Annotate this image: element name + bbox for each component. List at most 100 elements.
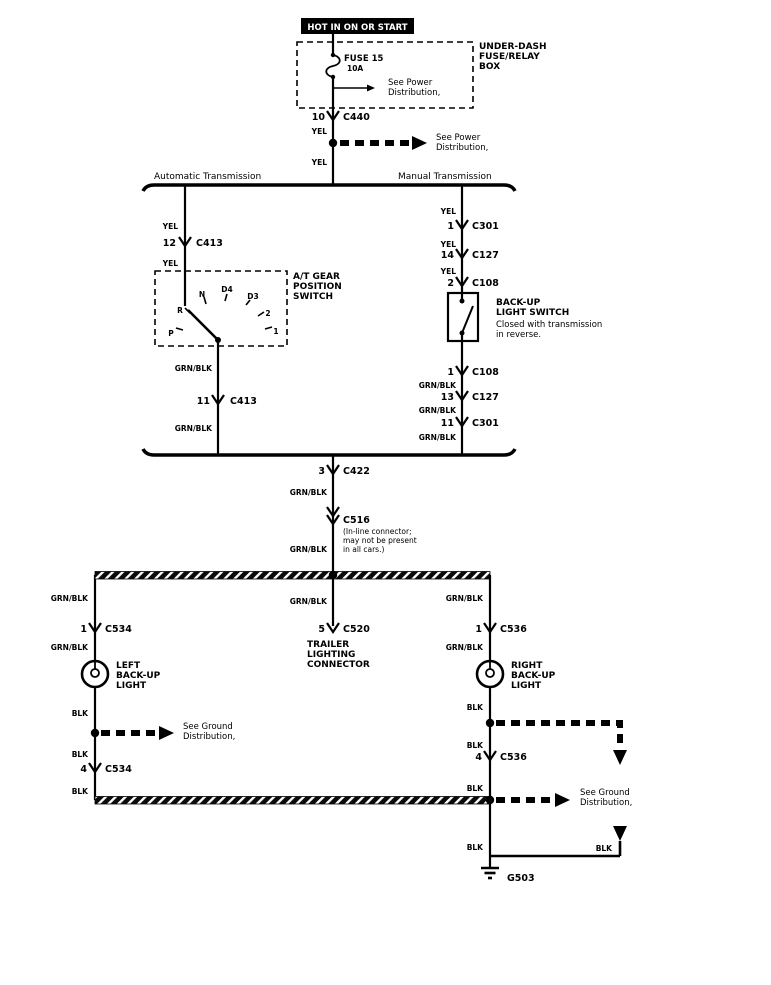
backup-light-switch-note: in reverse. (496, 330, 541, 340)
wire-color-label: GRN/BLK (175, 364, 213, 373)
connector-c534: C534 (105, 624, 132, 635)
wire-color-label: BLK (467, 843, 484, 852)
connector-c413: C413 (230, 396, 257, 407)
wire-color-label: YEL (162, 222, 179, 231)
see-power-note: Distribution, (388, 88, 440, 98)
connector-pin: 5 (318, 624, 325, 635)
arrow-down-icon (613, 750, 627, 765)
wire-color-label: YEL (440, 267, 457, 276)
gear-position: D4 (221, 285, 232, 294)
junction-dot (485, 718, 495, 728)
connector-c301: C301 (472, 221, 499, 232)
right-backup-light-title: LIGHT (511, 681, 542, 691)
connector-c516: C516 (343, 515, 370, 526)
wire-color-label: GRN/BLK (419, 381, 457, 390)
connector-c422: C422 (343, 466, 370, 477)
see-power-note: Distribution, (436, 143, 488, 153)
right-offpage-line (496, 720, 623, 749)
see-power-note: See Power (388, 78, 433, 88)
junction-dot (90, 728, 100, 738)
small-arrow-icon (367, 84, 375, 92)
junction-dot (485, 795, 495, 805)
at-gear-switch-title: A/T GEAR (293, 272, 340, 282)
connector-pin: 4 (475, 752, 482, 763)
connector-c520: C520 (343, 624, 370, 635)
connector-pin: 1 (80, 624, 87, 635)
backup-light-switch-note: Closed with transmission (496, 320, 602, 330)
wire-color-label: YEL (311, 127, 328, 136)
connector-pin: 2 (447, 278, 454, 289)
top-bus (141, 183, 517, 192)
fuse-terminal (330, 74, 336, 80)
wire-color-label: BLK (72, 787, 89, 796)
at-gear-switch-box (154, 270, 288, 347)
backup-light-switch-title: LIGHT SWITCH (496, 308, 569, 318)
trailer-connector-title: LIGHTING (307, 650, 355, 660)
wire-color-label: BLK (72, 709, 89, 718)
right-backup-light-title: RIGHT (511, 661, 543, 671)
trailer-connector-title: CONNECTOR (307, 660, 370, 670)
connector-pin: 3 (318, 466, 325, 477)
connector-pin: 1 (475, 624, 482, 635)
wire-color-label: GRN/BLK (290, 545, 328, 554)
wire-color-label: BLK (72, 750, 89, 759)
connector-pin: 10 (312, 112, 326, 123)
ground-g503-label: G503 (507, 873, 535, 884)
c516-note: in all cars.) (343, 545, 384, 554)
wire-color-label: BLK (467, 741, 484, 750)
see-ground-note: Distribution, (183, 732, 235, 742)
fuse-relay-box (296, 41, 474, 109)
connector-c534: C534 (105, 764, 132, 775)
connector-pin: 1 (447, 367, 454, 378)
fuse-terminal (330, 52, 336, 58)
section-manual-transmission: Manual Transmission (398, 172, 492, 182)
at-gear-switch-title: POSITION (293, 282, 342, 292)
gear-position: D3 (247, 292, 258, 301)
fuse-icon (325, 54, 341, 78)
connector-c127: C127 (472, 250, 499, 261)
connector-pin: 13 (441, 392, 454, 403)
connector-pin: 11 (197, 396, 210, 407)
gear-position: 2 (265, 309, 270, 318)
at-gear-switch-title: SWITCH (293, 292, 333, 302)
wire-color-label: BLK (467, 784, 484, 793)
junction-dot (328, 570, 338, 580)
section-automatic-transmission: Automatic Transmission (154, 172, 261, 182)
c516-note: may not be present (343, 536, 417, 545)
wire-color-label: GRN/BLK (175, 424, 213, 433)
hot-in-on-or-start-label: HOT IN ON OR START (307, 23, 407, 33)
left-backup-light-title: LEFT (116, 661, 141, 671)
right-backup-bulb-icon (475, 659, 505, 689)
backup-light-switch-box (446, 291, 480, 343)
connector-c440: C440 (343, 112, 370, 123)
bottom-bus (141, 448, 517, 457)
connector-c536: C536 (500, 624, 527, 635)
wire-color-label: GRN/BLK (446, 643, 484, 652)
connector-pin: 12 (163, 238, 176, 249)
junction-dot (328, 138, 338, 148)
gear-position: P (168, 329, 174, 338)
wire-color-label: GRN/BLK (290, 597, 328, 606)
left-backup-light-title: LIGHT (116, 681, 147, 691)
wire-color-label: GRN/BLK (446, 594, 484, 603)
connector-c413: C413 (196, 238, 223, 249)
connector-c301: C301 (472, 418, 499, 429)
connector-pin: 11 (441, 418, 454, 429)
wire-color-label: GRN/BLK (290, 488, 328, 497)
wire-color-label: YEL (311, 158, 328, 167)
arrow-down-icon (613, 826, 627, 841)
connector-c108: C108 (472, 278, 499, 289)
wire-color-label: GRN/BLK (51, 643, 89, 652)
reference-arrows (101, 140, 623, 803)
wire-color-label: YEL (440, 240, 457, 249)
wire-color-label: YEL (440, 207, 457, 216)
gear-position: N (199, 290, 205, 299)
wire-color-label: BLK (467, 703, 484, 712)
see-power-note: See Power (436, 133, 481, 143)
ground-icon (479, 866, 501, 880)
connector-c108: C108 (472, 367, 499, 378)
connector-c127: C127 (472, 392, 499, 403)
trailer-connector-title: TRAILER (307, 640, 349, 650)
backup-light-switch-title: BACK-UP (496, 298, 541, 308)
